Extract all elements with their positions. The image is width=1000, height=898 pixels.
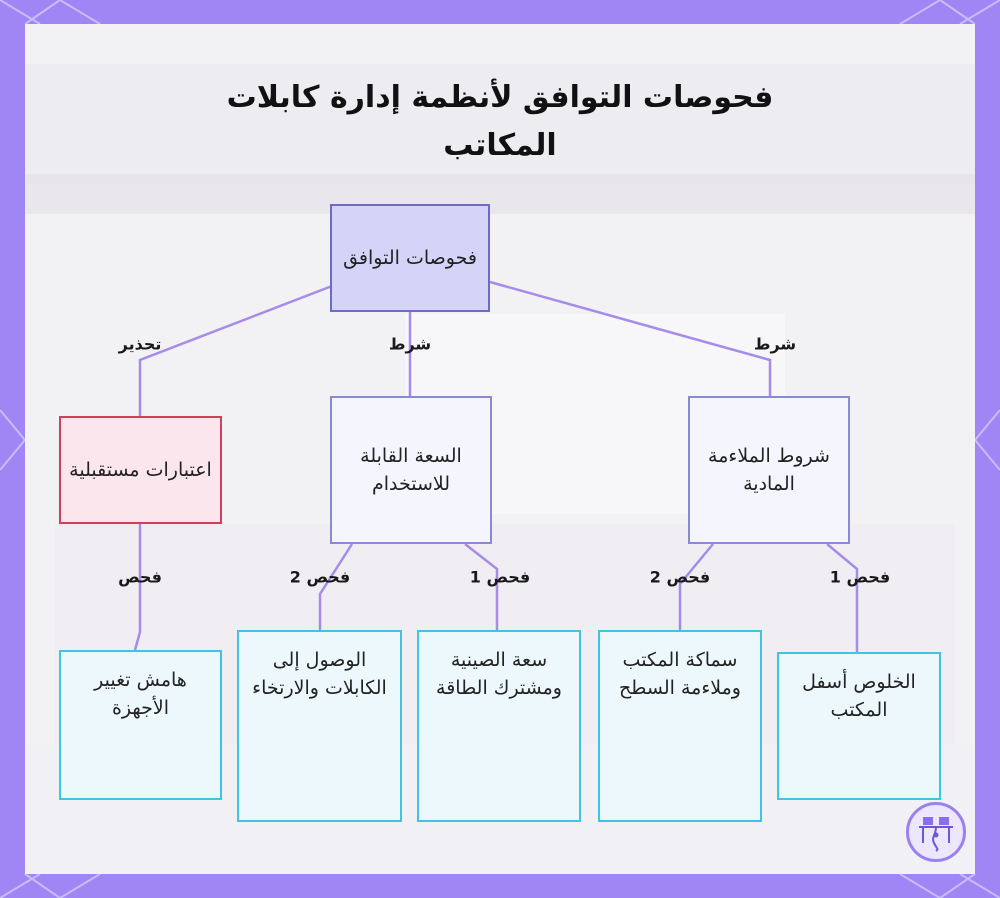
edge-label-condition-physical: شرط <box>754 335 796 354</box>
flowchart: فحوصات التوافق شروط الملاءمة المادية الس… <box>25 24 975 874</box>
node-desk-thickness-label: سماكة المكتب وملاءمة السطح <box>606 646 754 702</box>
node-physical-fit: شروط الملاءمة المادية <box>688 396 850 544</box>
node-compatibility-checks-label: فحوصات التوافق <box>343 244 477 272</box>
edge-label-check-thickness: فحص 2 <box>650 568 711 587</box>
edge-capacity-access <box>320 544 352 630</box>
node-cable-access: الوصول إلى الكابلات والارتخاء <box>237 630 402 822</box>
node-device-change-margin-label: هامش تغيير الأجهزة <box>67 666 214 722</box>
node-future-considerations: اعتبارات مستقبلية <box>59 416 222 524</box>
node-future-considerations-label: اعتبارات مستقبلية <box>69 456 212 484</box>
edge-label-check-access: فحص 2 <box>290 568 351 587</box>
edge-future-margin <box>135 524 140 650</box>
edge-label-warning: تحذير <box>119 335 162 354</box>
edge-root-physical <box>490 282 770 396</box>
node-usable-capacity-label: السعة القابلة للاستخدام <box>338 442 484 498</box>
node-cable-access-label: الوصول إلى الكابلات والارتخاء <box>245 646 394 702</box>
edge-label-condition-capacity: شرط <box>389 335 431 354</box>
node-tray-capacity-label: سعة الصينية ومشترك الطاقة <box>425 646 573 702</box>
edge-physical-clearance <box>827 544 857 652</box>
edge-root-future <box>140 286 332 416</box>
edge-capacity-tray <box>465 544 497 630</box>
node-desk-thickness: سماكة المكتب وملاءمة السطح <box>598 630 762 822</box>
edge-label-check-future: فحص <box>118 568 162 587</box>
node-physical-fit-label: شروط الملاءمة المادية <box>696 442 842 498</box>
desk-cable-logo-icon <box>906 802 966 862</box>
node-usable-capacity: السعة القابلة للاستخدام <box>330 396 492 544</box>
node-compatibility-checks: فحوصات التوافق <box>330 204 490 312</box>
edge-physical-thickness <box>680 544 713 630</box>
edge-label-check-tray: فحص 1 <box>470 568 531 587</box>
node-tray-capacity: سعة الصينية ومشترك الطاقة <box>417 630 581 822</box>
content-panel: فحوصات التوافق لأنظمة إدارة كابلات المكا… <box>25 24 975 874</box>
node-under-desk-clearance: الخلوص أسفل المكتب <box>777 652 941 800</box>
node-under-desk-clearance-label: الخلوص أسفل المكتب <box>785 668 933 724</box>
edge-label-check-clearance: فحص 1 <box>830 568 891 587</box>
node-device-change-margin: هامش تغيير الأجهزة <box>59 650 222 800</box>
